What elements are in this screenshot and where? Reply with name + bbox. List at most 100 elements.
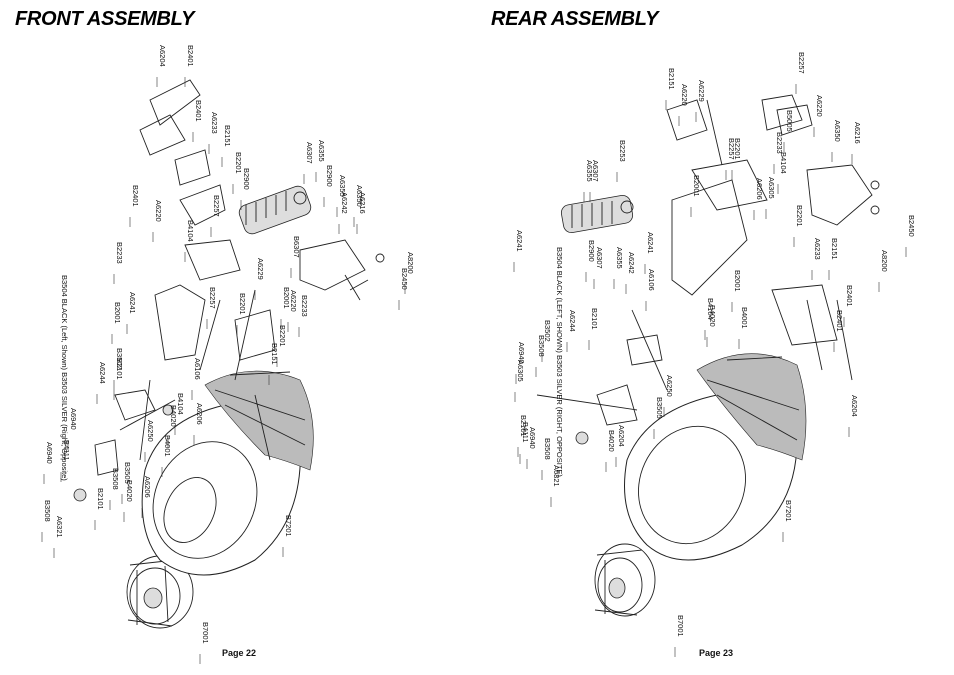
part-callout: B2001 (282, 287, 291, 309)
page-title: REAR ASSEMBLY (491, 8, 659, 30)
suspension-parts (536, 94, 880, 445)
part-callout: A6250 (665, 375, 674, 397)
part-callout: A6216 (358, 192, 367, 214)
part-callout: B3508 (543, 438, 552, 460)
part-callout: B2401 (186, 45, 195, 67)
part-callout: B2900 (242, 168, 251, 190)
part-callout: B2900 (325, 165, 334, 187)
part-callout: A6305 (516, 360, 525, 382)
part-callout: B3502 (543, 320, 552, 342)
rear-assembly-page: REAR ASSEMBLY (477, 0, 954, 675)
part-callout: B2233 (300, 295, 309, 317)
part-callout: B2201 (278, 325, 287, 347)
part-callout: B7001 (676, 615, 685, 637)
part-callout: B2401 (194, 100, 203, 122)
part-callout: A6307 (305, 142, 314, 164)
part-callout: A6216 (853, 122, 862, 144)
part-callout: A6229 (256, 258, 265, 280)
shock-absorber (560, 195, 634, 233)
part-callout: A6241 (646, 232, 655, 254)
part-callout: A6940 (45, 442, 54, 464)
part-callout: A6206 (143, 476, 152, 498)
part-callout: B2201 (795, 205, 804, 227)
part-callout: A6220 (815, 95, 824, 117)
suspension-parts (73, 79, 385, 502)
part-callout: A6350 (833, 120, 842, 142)
part-callout: A6244 (568, 310, 577, 332)
page-title: FRONT ASSEMBLY (15, 8, 195, 30)
part-callout: A6940 (69, 408, 78, 430)
part-callout: A6355 (585, 160, 594, 182)
part-callout: A6321 (552, 465, 561, 487)
part-callout: A6106 (647, 269, 656, 291)
part-callout: B3502 (115, 348, 124, 370)
part-callout: A6355 (615, 247, 624, 269)
part-callout: B2201 (733, 138, 742, 160)
part-callout: A6940 (517, 342, 526, 364)
part-callout: A6229 (697, 80, 706, 102)
part-callout: A6355 (338, 175, 347, 197)
part-callout: B3508 (537, 335, 546, 357)
part-callout: B2257 (797, 52, 806, 74)
part-callout: B4001 (163, 435, 172, 457)
part-callout: A6321 (55, 516, 64, 538)
part-callout: A6206 (755, 178, 764, 200)
page-number: Page 22 (222, 648, 257, 658)
part-callout: B2201 (234, 152, 243, 174)
part-callout: B2401 (845, 285, 854, 307)
part-callout: B4104 (779, 152, 788, 174)
shock-absorber (238, 185, 312, 235)
part-callout: A6940 (528, 427, 537, 449)
part-callout: B2101 (96, 488, 105, 510)
part-callout: B3508 (111, 468, 120, 490)
part-callout: A6307 (591, 160, 600, 182)
part-callout: B2253 (618, 140, 627, 162)
part-callout: B2151 (830, 238, 839, 260)
part-callout: B7201 (784, 500, 793, 522)
tire (624, 353, 807, 561)
part-callout: A6233 (813, 238, 822, 260)
part-callout: B2233 (775, 132, 784, 154)
part-callout: B2257 (212, 195, 221, 217)
part-callout: B2900 (587, 240, 596, 262)
part-callout: B4111 (521, 422, 530, 443)
part-callout: A6106 (193, 358, 202, 380)
front-assembly-page: FRONT ASSEMBLY (15, 8, 415, 664)
part-callout: B2401 (131, 185, 140, 207)
part-callout: B2201 (238, 293, 247, 315)
part-callout: B7201 (284, 515, 293, 537)
part-callout: B4104 (186, 220, 195, 242)
part-callout: A6204 (158, 45, 167, 67)
part-callout: A6250 (146, 420, 155, 442)
part-callout: A6241 (128, 292, 137, 314)
part-callout: B4111 (62, 440, 71, 461)
part-callout: B4104 (176, 393, 185, 415)
part-callout: A6206 (195, 403, 204, 425)
part-callout: B5005 (785, 110, 794, 132)
part-callout: A6220 (289, 290, 298, 312)
side-note: B3504 BLACK (Left, Shown) B3503 SILVER (… (60, 275, 69, 481)
part-callout: B2450 (907, 215, 916, 237)
part-callout: A8200 (406, 252, 415, 274)
part-callout: B4020 (708, 305, 717, 327)
part-callout: B7001 (201, 622, 210, 644)
part-callout: B2001 (733, 270, 742, 292)
tire (141, 370, 314, 576)
part-callout: B2450 (400, 268, 409, 290)
part-callout: B2257 (208, 287, 217, 309)
part-callout: B4001 (740, 307, 749, 329)
part-callout: B2151 (270, 343, 279, 365)
part-callout: B2257 (727, 138, 736, 160)
part-callout: A6241 (515, 230, 524, 252)
side-note: B3504 BLACK (LEFT, SHOWN) B3503 SILVER (… (555, 247, 564, 477)
part-callout: B2151 (223, 125, 232, 147)
part-callout: B3508 (43, 500, 52, 522)
part-callout: A6220 (154, 200, 163, 222)
part-callout: B4020 (607, 430, 616, 452)
part-callout: B2233 (115, 242, 124, 264)
part-callout: A6355 (317, 140, 326, 162)
